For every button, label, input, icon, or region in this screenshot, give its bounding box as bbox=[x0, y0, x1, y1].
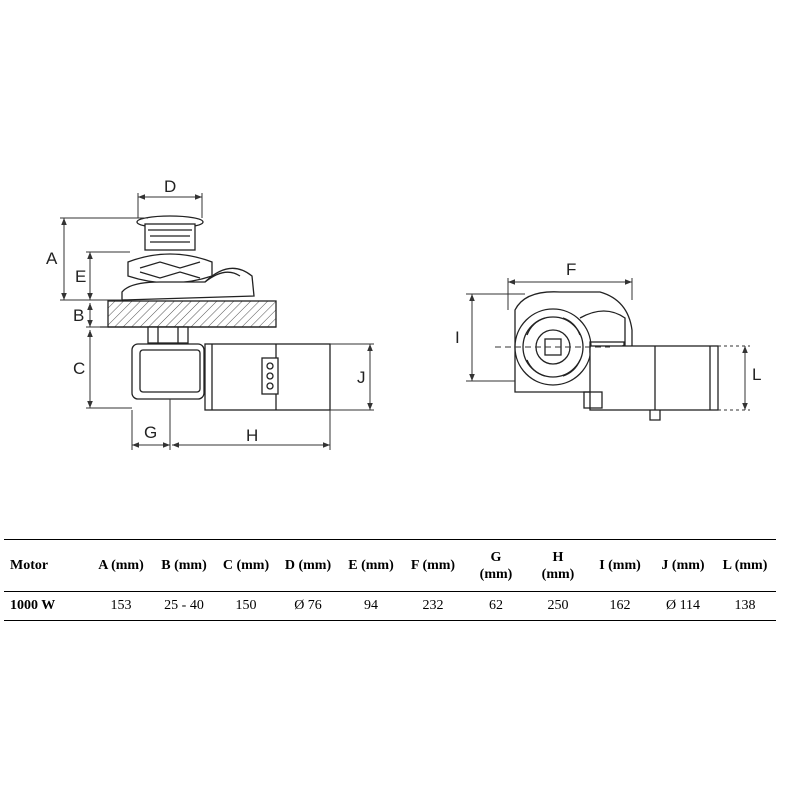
cell-e: 94 bbox=[340, 591, 402, 621]
spec-table: Motor A (mm) B (mm) C (mm) D (mm) E (mm)… bbox=[4, 539, 800, 621]
dim-label-g: G bbox=[144, 423, 157, 442]
cell-h: 250 bbox=[528, 591, 588, 621]
header-f: F (mm) bbox=[402, 539, 464, 592]
deck-plate bbox=[107, 300, 277, 328]
dim-label-b: B bbox=[73, 306, 84, 325]
dim-label-e: E bbox=[75, 267, 86, 286]
top-motor bbox=[589, 345, 719, 411]
table-header-row: Motor A (mm) B (mm) C (mm) D (mm) E (mm)… bbox=[4, 539, 800, 592]
header-i: I (mm) bbox=[588, 539, 652, 592]
cell-f: 232 bbox=[402, 591, 464, 621]
dim-label-i: I bbox=[455, 328, 460, 347]
shaft bbox=[147, 326, 189, 344]
header-g: G(mm) bbox=[464, 539, 528, 592]
dim-label-l: L bbox=[752, 365, 761, 384]
cell-g: 62 bbox=[464, 591, 528, 621]
header-h-line2: (mm) bbox=[541, 566, 575, 582]
side-view-labels: A E B C D J G H bbox=[46, 177, 366, 445]
dim-label-a: A bbox=[46, 249, 58, 268]
header-e: E (mm) bbox=[340, 539, 402, 592]
cell-b: 25 - 40 bbox=[152, 591, 216, 621]
top-view-labels: F I L bbox=[455, 260, 761, 384]
header-d: D (mm) bbox=[276, 539, 340, 592]
header-g-line1: G bbox=[490, 549, 502, 565]
table-row: 1000 W 153 25 - 40 150 Ø 76 94 232 62 25… bbox=[4, 591, 800, 621]
cell-motor: 1000 W bbox=[4, 591, 90, 621]
gearbox bbox=[131, 343, 205, 400]
dim-label-h: H bbox=[246, 426, 258, 445]
cell-l: 138 bbox=[714, 591, 776, 621]
header-g-line2: (mm) bbox=[479, 566, 513, 582]
header-b: B (mm) bbox=[152, 539, 216, 592]
cell-a: 153 bbox=[90, 591, 152, 621]
dim-label-d: D bbox=[164, 177, 176, 196]
gypsy bbox=[127, 253, 213, 284]
cell-j: Ø 114 bbox=[652, 591, 714, 621]
top-view-dimensions bbox=[466, 278, 750, 411]
terminal-box bbox=[261, 357, 279, 395]
cell-d: Ø 76 bbox=[276, 591, 340, 621]
header-motor: Motor bbox=[4, 539, 90, 592]
cell-i: 162 bbox=[588, 591, 652, 621]
header-j: J (mm) bbox=[652, 539, 714, 592]
dim-label-c: C bbox=[73, 359, 85, 378]
dim-label-j: J bbox=[357, 368, 366, 387]
header-h: H(mm) bbox=[528, 539, 588, 592]
header-l: L (mm) bbox=[714, 539, 776, 592]
top-view bbox=[514, 291, 719, 421]
header-a: A (mm) bbox=[90, 539, 152, 592]
side-view-dimensions bbox=[60, 193, 374, 450]
dim-label-f: F bbox=[566, 260, 576, 279]
side-view bbox=[100, 215, 331, 411]
header-c: C (mm) bbox=[216, 539, 276, 592]
cell-c: 150 bbox=[216, 591, 276, 621]
header-h-line1: H bbox=[552, 549, 564, 565]
